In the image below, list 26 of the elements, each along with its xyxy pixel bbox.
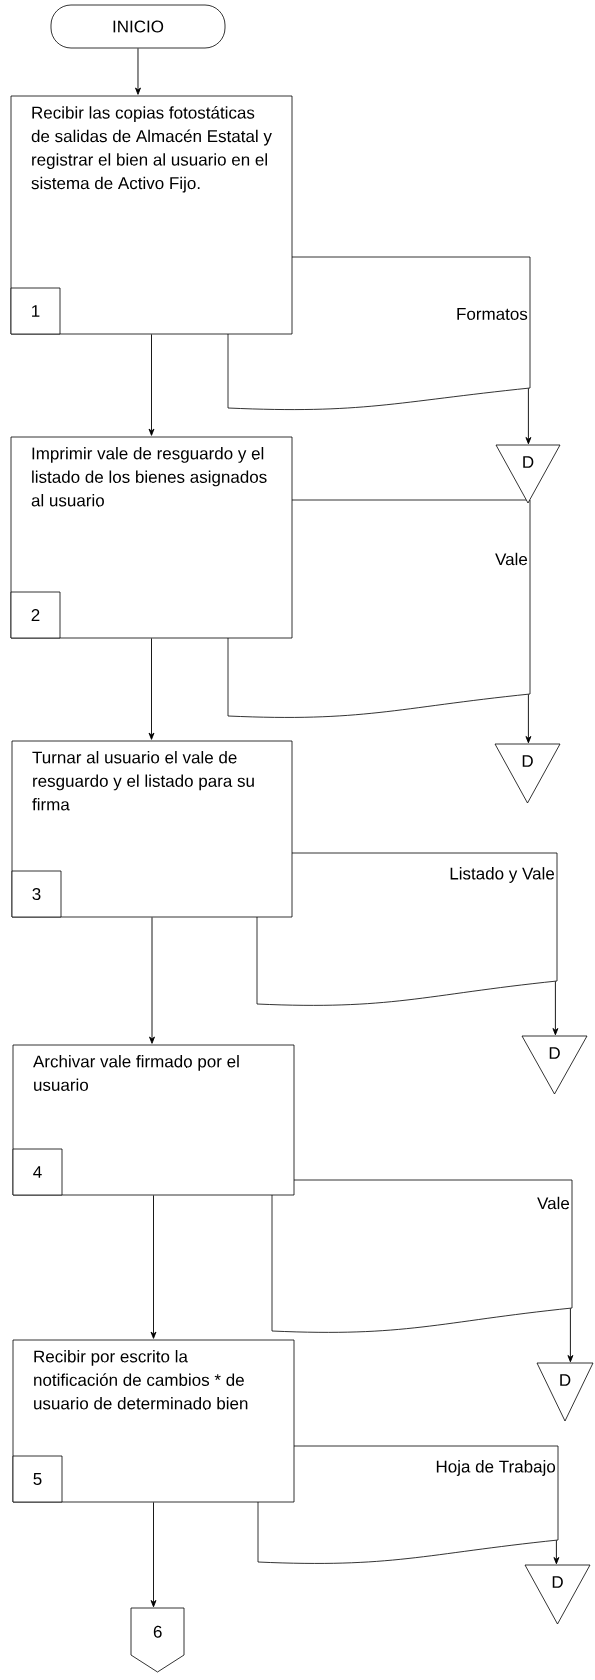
step-number-box: 3: [11, 870, 62, 918]
step-number-box: 5: [12, 1455, 63, 1503]
arrow: [149, 916, 155, 1044]
arrow: [525, 693, 532, 744]
off-page-connector: 6: [130, 1607, 185, 1673]
arrow: [525, 387, 532, 445]
archive-triangle: D: [521, 1035, 588, 1095]
step-number-box: 1: [10, 287, 61, 335]
document-shape: Listado y Vale: [256, 852, 558, 1006]
arrow: [148, 333, 155, 436]
step-number-box: 2: [10, 591, 61, 639]
arrow: [553, 1539, 560, 1565]
archive-triangle: D: [494, 743, 561, 804]
archive-triangle: D: [495, 444, 561, 504]
arrow: [150, 1194, 157, 1339]
archive-triangle: D: [524, 1564, 591, 1625]
step-number-box: 4: [12, 1148, 63, 1196]
archive-triangle: D: [536, 1362, 594, 1422]
arrow: [148, 637, 155, 740]
document-shape: Vale: [271, 1179, 573, 1333]
arrow: [552, 980, 559, 1036]
start-terminator: INICIO: [50, 4, 226, 49]
arrow: [567, 1307, 574, 1363]
arrow: [150, 1501, 157, 1608]
arrow: [135, 47, 141, 95]
document-shape: Hoja de Trabajo: [257, 1445, 559, 1564]
